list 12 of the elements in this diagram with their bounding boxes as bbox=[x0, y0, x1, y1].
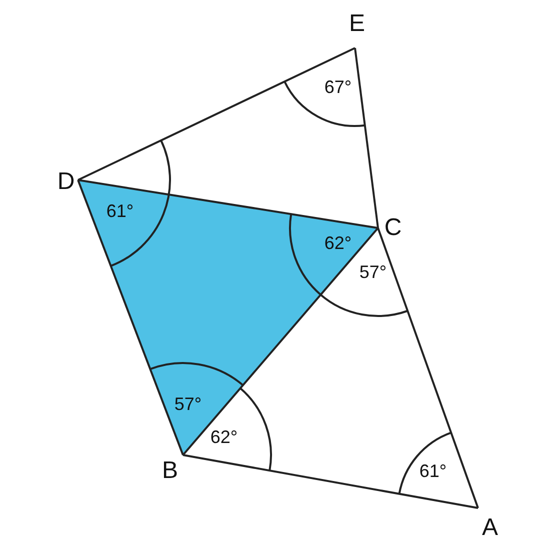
angle-label: 62° bbox=[324, 234, 352, 252]
angle-label: 57° bbox=[174, 395, 202, 413]
angle-label: 61° bbox=[106, 202, 134, 220]
angle-label: 62° bbox=[210, 428, 238, 446]
vertex-label: E bbox=[349, 12, 365, 36]
vertex-label: A bbox=[482, 516, 498, 540]
angle-label: 67° bbox=[324, 78, 352, 96]
angle-label: 57° bbox=[359, 263, 387, 281]
vertex-label: B bbox=[162, 459, 178, 483]
angle-label: 61° bbox=[419, 462, 447, 480]
vertex-label: D bbox=[57, 170, 75, 194]
vertex-label: C bbox=[384, 216, 402, 240]
